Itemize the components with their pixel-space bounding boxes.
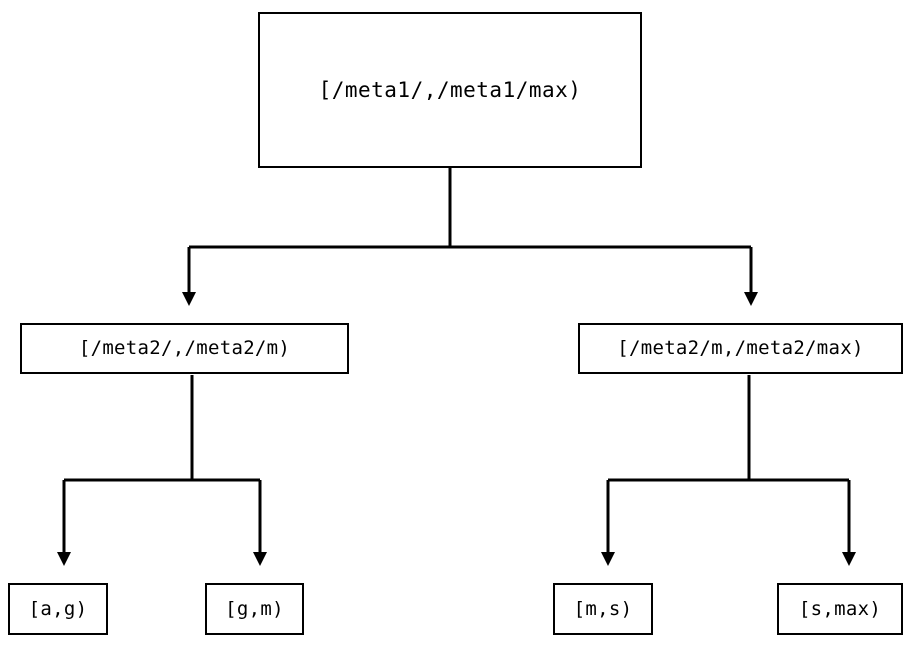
tree-node-leaf-gm: [g,m) — [205, 583, 304, 635]
tree-node-meta2-low: [/meta2/,/meta2/m) — [20, 323, 349, 374]
arrowhead-to-leaf-ag — [57, 552, 71, 566]
tree-node-leaf-ms-label: [m,s) — [573, 597, 633, 620]
tree-node-meta2-low-label: [/meta2/,/meta2/m) — [78, 337, 291, 359]
edge-meta2low-to-leaves — [62, 375, 262, 552]
tree-node-root-label: [/meta1/,/meta1/max) — [318, 77, 582, 102]
tree-node-root: [/meta1/,/meta1/max) — [258, 12, 642, 168]
tree-node-meta2-high: [/meta2/m,/meta2/max) — [578, 323, 903, 374]
tree-node-meta2-high-label: [/meta2/m,/meta2/max) — [617, 337, 864, 359]
arrowhead-to-leaf-smax — [842, 552, 856, 566]
tree-node-leaf-ag-label: [a,g) — [28, 597, 88, 620]
arrowhead-to-leaf-ms — [601, 552, 615, 566]
arrowhead-to-leaf-gm — [253, 552, 267, 566]
tree-node-leaf-smax: [s,max) — [777, 583, 903, 635]
edge-root-to-level2 — [187, 168, 753, 292]
tree-node-leaf-smax-label: [s,max) — [798, 597, 882, 620]
tree-node-leaf-gm-label: [g,m) — [225, 597, 284, 620]
arrowhead-to-meta2-low — [182, 292, 196, 306]
tree-node-leaf-ag: [a,g) — [8, 583, 108, 635]
arrowhead-to-meta2-high — [744, 292, 758, 306]
tree-node-leaf-ms: [m,s) — [553, 583, 653, 635]
edge-meta2high-to-leaves — [606, 375, 851, 552]
